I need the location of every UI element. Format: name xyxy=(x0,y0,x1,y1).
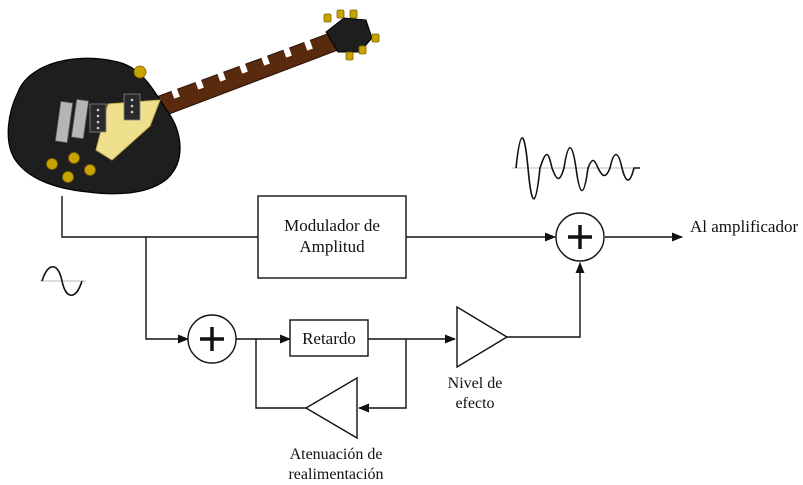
feedback-label-line2: realimentación xyxy=(288,466,383,483)
feedback-attenuation-gain xyxy=(304,376,358,440)
delay-label: Retardo xyxy=(302,329,356,348)
effect-level-gain xyxy=(456,305,509,369)
signal-wires xyxy=(61,196,684,413)
output-adder xyxy=(555,212,605,262)
electric-guitar-icon xyxy=(7,9,380,195)
tuning-pegs xyxy=(323,9,380,61)
plus-icon xyxy=(568,225,592,249)
modulated-wave-icon xyxy=(512,137,640,200)
feedback-label-line1: Atenuación de xyxy=(290,446,383,463)
guitar-knobs xyxy=(46,65,147,183)
plus-icon xyxy=(200,327,224,351)
guitar-pickup-right xyxy=(70,98,90,140)
modulator-label-line1: Modulador de xyxy=(284,216,380,235)
guitar-humbucker-a xyxy=(89,103,107,133)
modulator-label-line2: Amplitud xyxy=(299,237,365,256)
input-adder xyxy=(187,314,237,364)
effect-level-label-line1: Nivel de xyxy=(448,375,503,392)
delay-block: Retardo xyxy=(289,319,369,357)
effect-level-label-line2: efecto xyxy=(455,395,494,412)
pickup-poles xyxy=(96,98,134,130)
sine-wave-icon xyxy=(40,265,86,297)
amplifier-output-label: Al amplificador xyxy=(690,217,798,236)
amplitude-modulator-block: Modulador de Amplitud xyxy=(257,195,407,279)
fret-inlays xyxy=(170,37,313,99)
guitar-pickup-left xyxy=(54,100,74,144)
